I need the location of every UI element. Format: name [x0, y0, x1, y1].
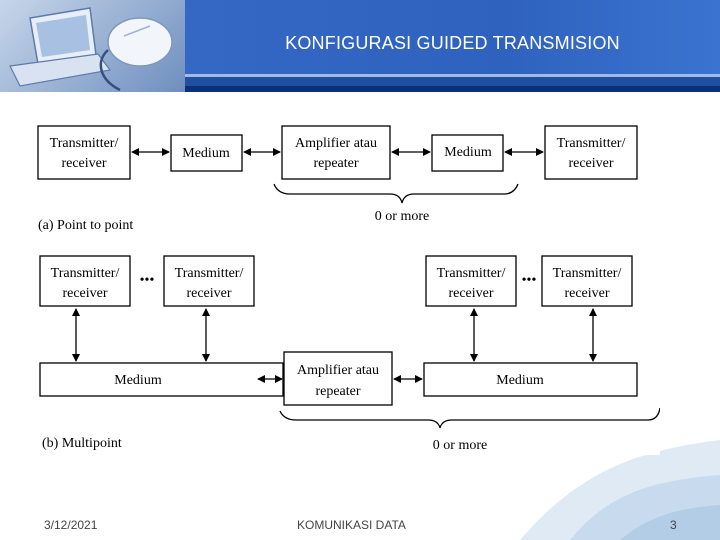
- b-amp-line1: Amplifier atau: [297, 363, 379, 378]
- b-tr1-line1: Transmitter/: [51, 266, 120, 281]
- b-transmitter-receiver-1-box: [39, 255, 131, 307]
- b-medium-right-label: Medium: [496, 373, 544, 388]
- b-transmitter-receiver-3-box: [425, 255, 517, 307]
- decorative-swirl: [520, 440, 720, 540]
- header-photo-computer-mouse: [0, 0, 185, 92]
- b-dots-right: •••: [522, 273, 537, 288]
- footer-date: 3/12/2021: [44, 518, 98, 532]
- b-medium-right-box: [423, 362, 638, 397]
- b-tr4-line1: Transmitter/: [553, 266, 622, 281]
- header-divider-light: [185, 74, 720, 77]
- header-banner: KONFIGURASI GUIDED TRANSMISION: [0, 0, 720, 92]
- a-medium-left-box: [170, 134, 243, 172]
- a-tr-left-line1: Transmitter/: [50, 136, 119, 151]
- footer-page-number: 3: [670, 518, 677, 532]
- b-dots-left: •••: [140, 273, 155, 288]
- b-transmitter-receiver-4-box: [541, 255, 633, 307]
- b-medium-left-label: Medium: [114, 373, 162, 388]
- b-tr3-line2: receiver: [448, 286, 493, 301]
- b-caption: (b) Multipoint: [42, 436, 122, 451]
- a-medium-right-box: [431, 134, 504, 172]
- header-divider-dark: [185, 86, 720, 92]
- a-amplifier-box: [281, 125, 391, 180]
- header-title-band: [185, 0, 720, 74]
- page-title: KONFIGURASI GUIDED TRANSMISION: [285, 33, 620, 53]
- b-zero-or-more: 0 or more: [433, 438, 487, 453]
- a-tr-right-line1: Transmitter/: [557, 136, 626, 151]
- b-amp-line2: repeater: [315, 384, 360, 399]
- a-tr-right-line2: receiver: [568, 156, 613, 171]
- a-zero-or-more: 0 or more: [375, 209, 429, 224]
- a-amp-line2: repeater: [313, 156, 358, 171]
- b-tr1-line2: receiver: [62, 286, 107, 301]
- b-tr3-line1: Transmitter/: [437, 266, 506, 281]
- b-transmitter-receiver-2-box: [163, 255, 255, 307]
- b-tr4-line2: receiver: [564, 286, 609, 301]
- b-repeat-brace: [279, 407, 661, 429]
- b-tr2-line2: receiver: [186, 286, 231, 301]
- a-amp-line1: Amplifier atau: [295, 136, 377, 151]
- a-caption: (a) Point to point: [38, 218, 133, 233]
- b-tr2-line1: Transmitter/: [175, 266, 244, 281]
- a-repeat-brace: [273, 183, 519, 204]
- a-transmitter-receiver-right-box: [544, 125, 638, 180]
- a-medium-left-label: Medium: [182, 146, 230, 161]
- transmission-configuration-diagram: Transmitter/ receiver Medium Amplifier a…: [28, 110, 661, 455]
- footer-title: KOMUNIKASI DATA: [297, 518, 406, 532]
- a-medium-right-label: Medium: [444, 145, 492, 160]
- a-transmitter-receiver-left-box: [37, 125, 131, 180]
- b-medium-left-box: [39, 362, 284, 397]
- b-amplifier-box: [283, 351, 393, 406]
- a-tr-left-line2: receiver: [61, 156, 106, 171]
